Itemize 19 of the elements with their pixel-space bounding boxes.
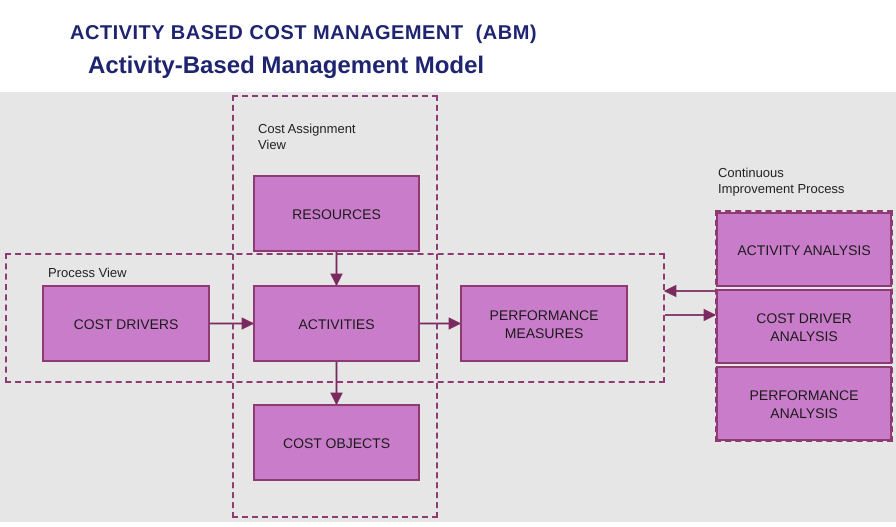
view-heading: Cost Assignment View <box>258 121 357 153</box>
arrow <box>420 317 462 330</box>
subtitle: Activity-Based Management Model <box>88 51 484 81</box>
process-box: RESOURCES <box>253 175 420 252</box>
process-box: COST OBJECTS <box>253 404 420 481</box>
arrow <box>664 284 715 298</box>
arrow <box>330 362 343 406</box>
process-box: COST DRIVER ANALYSIS <box>716 289 892 364</box>
view-heading: Continuous Improvement Process <box>718 165 846 197</box>
title: ACTIVITY BASED COST MANAGEMENT (ABM) <box>70 21 538 46</box>
arrow <box>330 252 343 286</box>
arrow <box>210 317 254 330</box>
process-box: ACTIVITY ANALYSIS <box>716 212 892 287</box>
process-box: PERFORMANCE ANALYSIS <box>716 366 892 441</box>
process-box: PERFORMANCE MEASURES <box>460 285 628 362</box>
process-box: COST DRIVERS <box>42 285 210 362</box>
process-box: ACTIVITIES <box>253 285 420 362</box>
view-heading: Process View <box>48 265 127 281</box>
arrow <box>665 308 716 322</box>
